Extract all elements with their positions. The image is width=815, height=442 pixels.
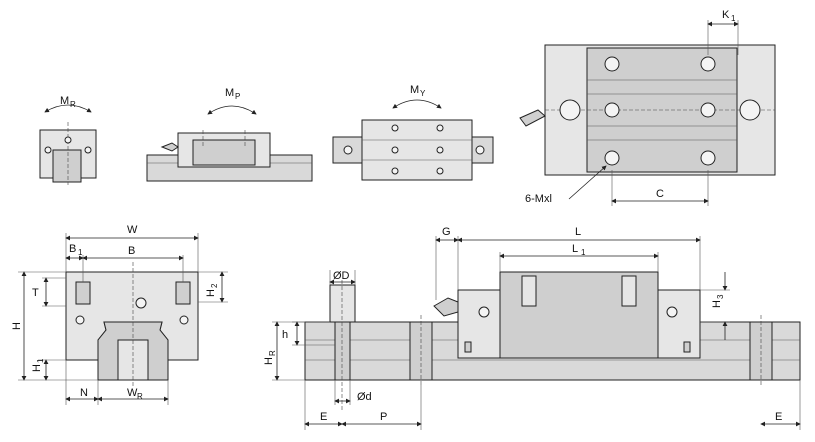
mp-label: M [225,87,234,99]
side-view: G L L 1 H 3 ØD h H [263,226,801,430]
h-lower-label: h [282,329,288,341]
counterbore-shaft [334,321,351,381]
wr-sub-label: R [137,392,143,401]
mount-hole [604,102,620,118]
mount-hole [700,102,716,118]
my-sub-label: Y [420,89,426,98]
moment-mp-view: M P [146,87,313,182]
e-right-label: E [775,411,782,423]
c-label: C [656,188,664,200]
b1-label: B [69,243,76,255]
my-label: M [410,84,419,96]
b1-sub-label: 1 [78,248,83,257]
rail-hole [559,99,581,121]
front-section-view: W B 1 B T H 2 H H [11,224,228,405]
od-upper-label: ØD [333,270,350,282]
top-view: K 1 6-Mxl C [519,9,776,206]
h-label: H [11,322,23,330]
w-label: W [127,224,138,236]
wr-label: W [127,387,138,399]
h2-sub-label: 2 [210,283,219,288]
n-label: N [80,387,88,399]
h3-label: H [711,300,723,308]
od-lower-label: Ød [357,391,372,403]
h2-label: H [205,289,217,297]
l-label: L [575,226,581,238]
grease-nipple [519,109,546,127]
h1-label: H [31,364,43,372]
rail-hole [739,99,761,121]
h1-sub-label: 1 [36,358,45,363]
b-label: B [128,245,135,257]
p-label: P [380,411,387,423]
k1-sub-label: 1 [731,14,736,23]
hr-label: H [263,357,275,365]
mr-label: M [60,95,69,107]
counterbore-head [329,284,356,323]
t-label: T [32,287,39,299]
side-grease-nipple [433,297,459,317]
moment-my-view: M Y [332,84,494,181]
l1-sub-label: 1 [581,248,586,257]
mount-hole [604,56,620,72]
e-left-label: E [320,411,327,423]
mount-hole [700,150,716,166]
my-block [361,119,473,181]
g-label: G [442,226,451,238]
mr-rail [52,149,82,183]
k1-label: K [722,9,730,21]
mp-grease-nipple [160,142,179,152]
mount-hole [604,150,620,166]
mp-sub-label: P [235,92,240,101]
mount-hole [700,56,716,72]
moment-mr-view: M R [39,95,97,185]
h3-sub-label: 3 [716,294,725,299]
l1-label: L [572,243,578,255]
mxl-label: 6-Mxl [525,193,552,205]
mr-sub-label: R [70,100,76,109]
hr-sub-label: R [268,350,277,356]
